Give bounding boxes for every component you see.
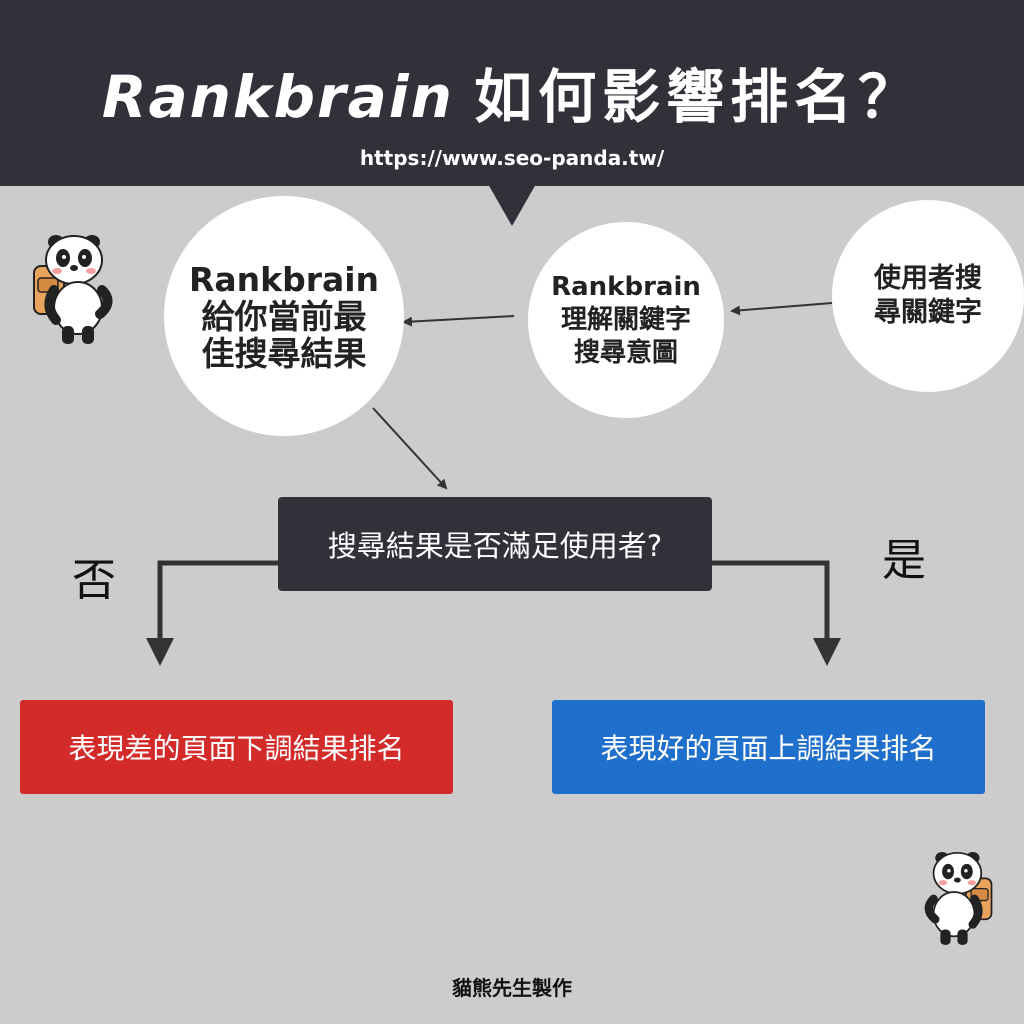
decision-box: 搜尋結果是否滿足使用者? bbox=[278, 497, 712, 591]
arrow-result-to-decision bbox=[372, 407, 448, 490]
outcome-demote: 表現差的頁面下調結果排名 bbox=[20, 700, 453, 794]
node-user-search-line2: 尋關鍵字 bbox=[874, 297, 982, 328]
node-best-results-line2: 給你當前最 bbox=[201, 296, 367, 336]
branch-label-no: 否 bbox=[72, 555, 116, 606]
header-pointer bbox=[488, 184, 536, 226]
title-chinese: 如何影響排名？ bbox=[474, 63, 923, 131]
page-title: Rankbrain 如何影響排名？ bbox=[0, 50, 1024, 134]
node-understand-intent: Rankbrain 理解關鍵字 搜尋意圖 bbox=[528, 222, 724, 418]
node-user-search-line1: 使用者搜 bbox=[874, 263, 982, 294]
node-best-results: Rankbrain 給你當前最 佳搜尋結果 bbox=[164, 196, 404, 436]
node-understand-intent-line3: 搜尋意圖 bbox=[573, 337, 678, 368]
branch-label-yes: 是 bbox=[882, 535, 926, 586]
arrowhead-no-branch bbox=[146, 638, 174, 666]
panda-mascot-icon bbox=[33, 235, 113, 344]
node-user-search: 使用者搜 尋關鍵字 bbox=[832, 200, 1024, 392]
arrow-user-to-intent bbox=[730, 302, 833, 316]
node-best-results-line3: 佳搜尋結果 bbox=[201, 333, 367, 373]
node-understand-intent-line2: 理解關鍵字 bbox=[560, 304, 691, 335]
connector-yes-branch bbox=[712, 560, 830, 640]
node-understand-intent-line1: Rankbrain bbox=[551, 271, 701, 302]
site-url: https://www.seo-panda.tw/ bbox=[359, 146, 665, 170]
outcome-promote: 表現好的頁面上調結果排名 bbox=[552, 700, 985, 794]
panda-mascot-icon bbox=[924, 851, 993, 945]
node-best-results-line1: Rankbrain bbox=[188, 259, 380, 299]
arrow-intent-to-result bbox=[402, 315, 515, 327]
credit-text: 貓熊先生製作 bbox=[452, 976, 572, 1000]
header-banner: Rankbrain 如何影響排名？ https://www.seo-panda.… bbox=[0, 0, 1024, 186]
connector-no-branch bbox=[157, 560, 280, 640]
title-english: Rankbrain bbox=[101, 63, 454, 131]
arrowhead-yes-branch bbox=[813, 638, 841, 666]
